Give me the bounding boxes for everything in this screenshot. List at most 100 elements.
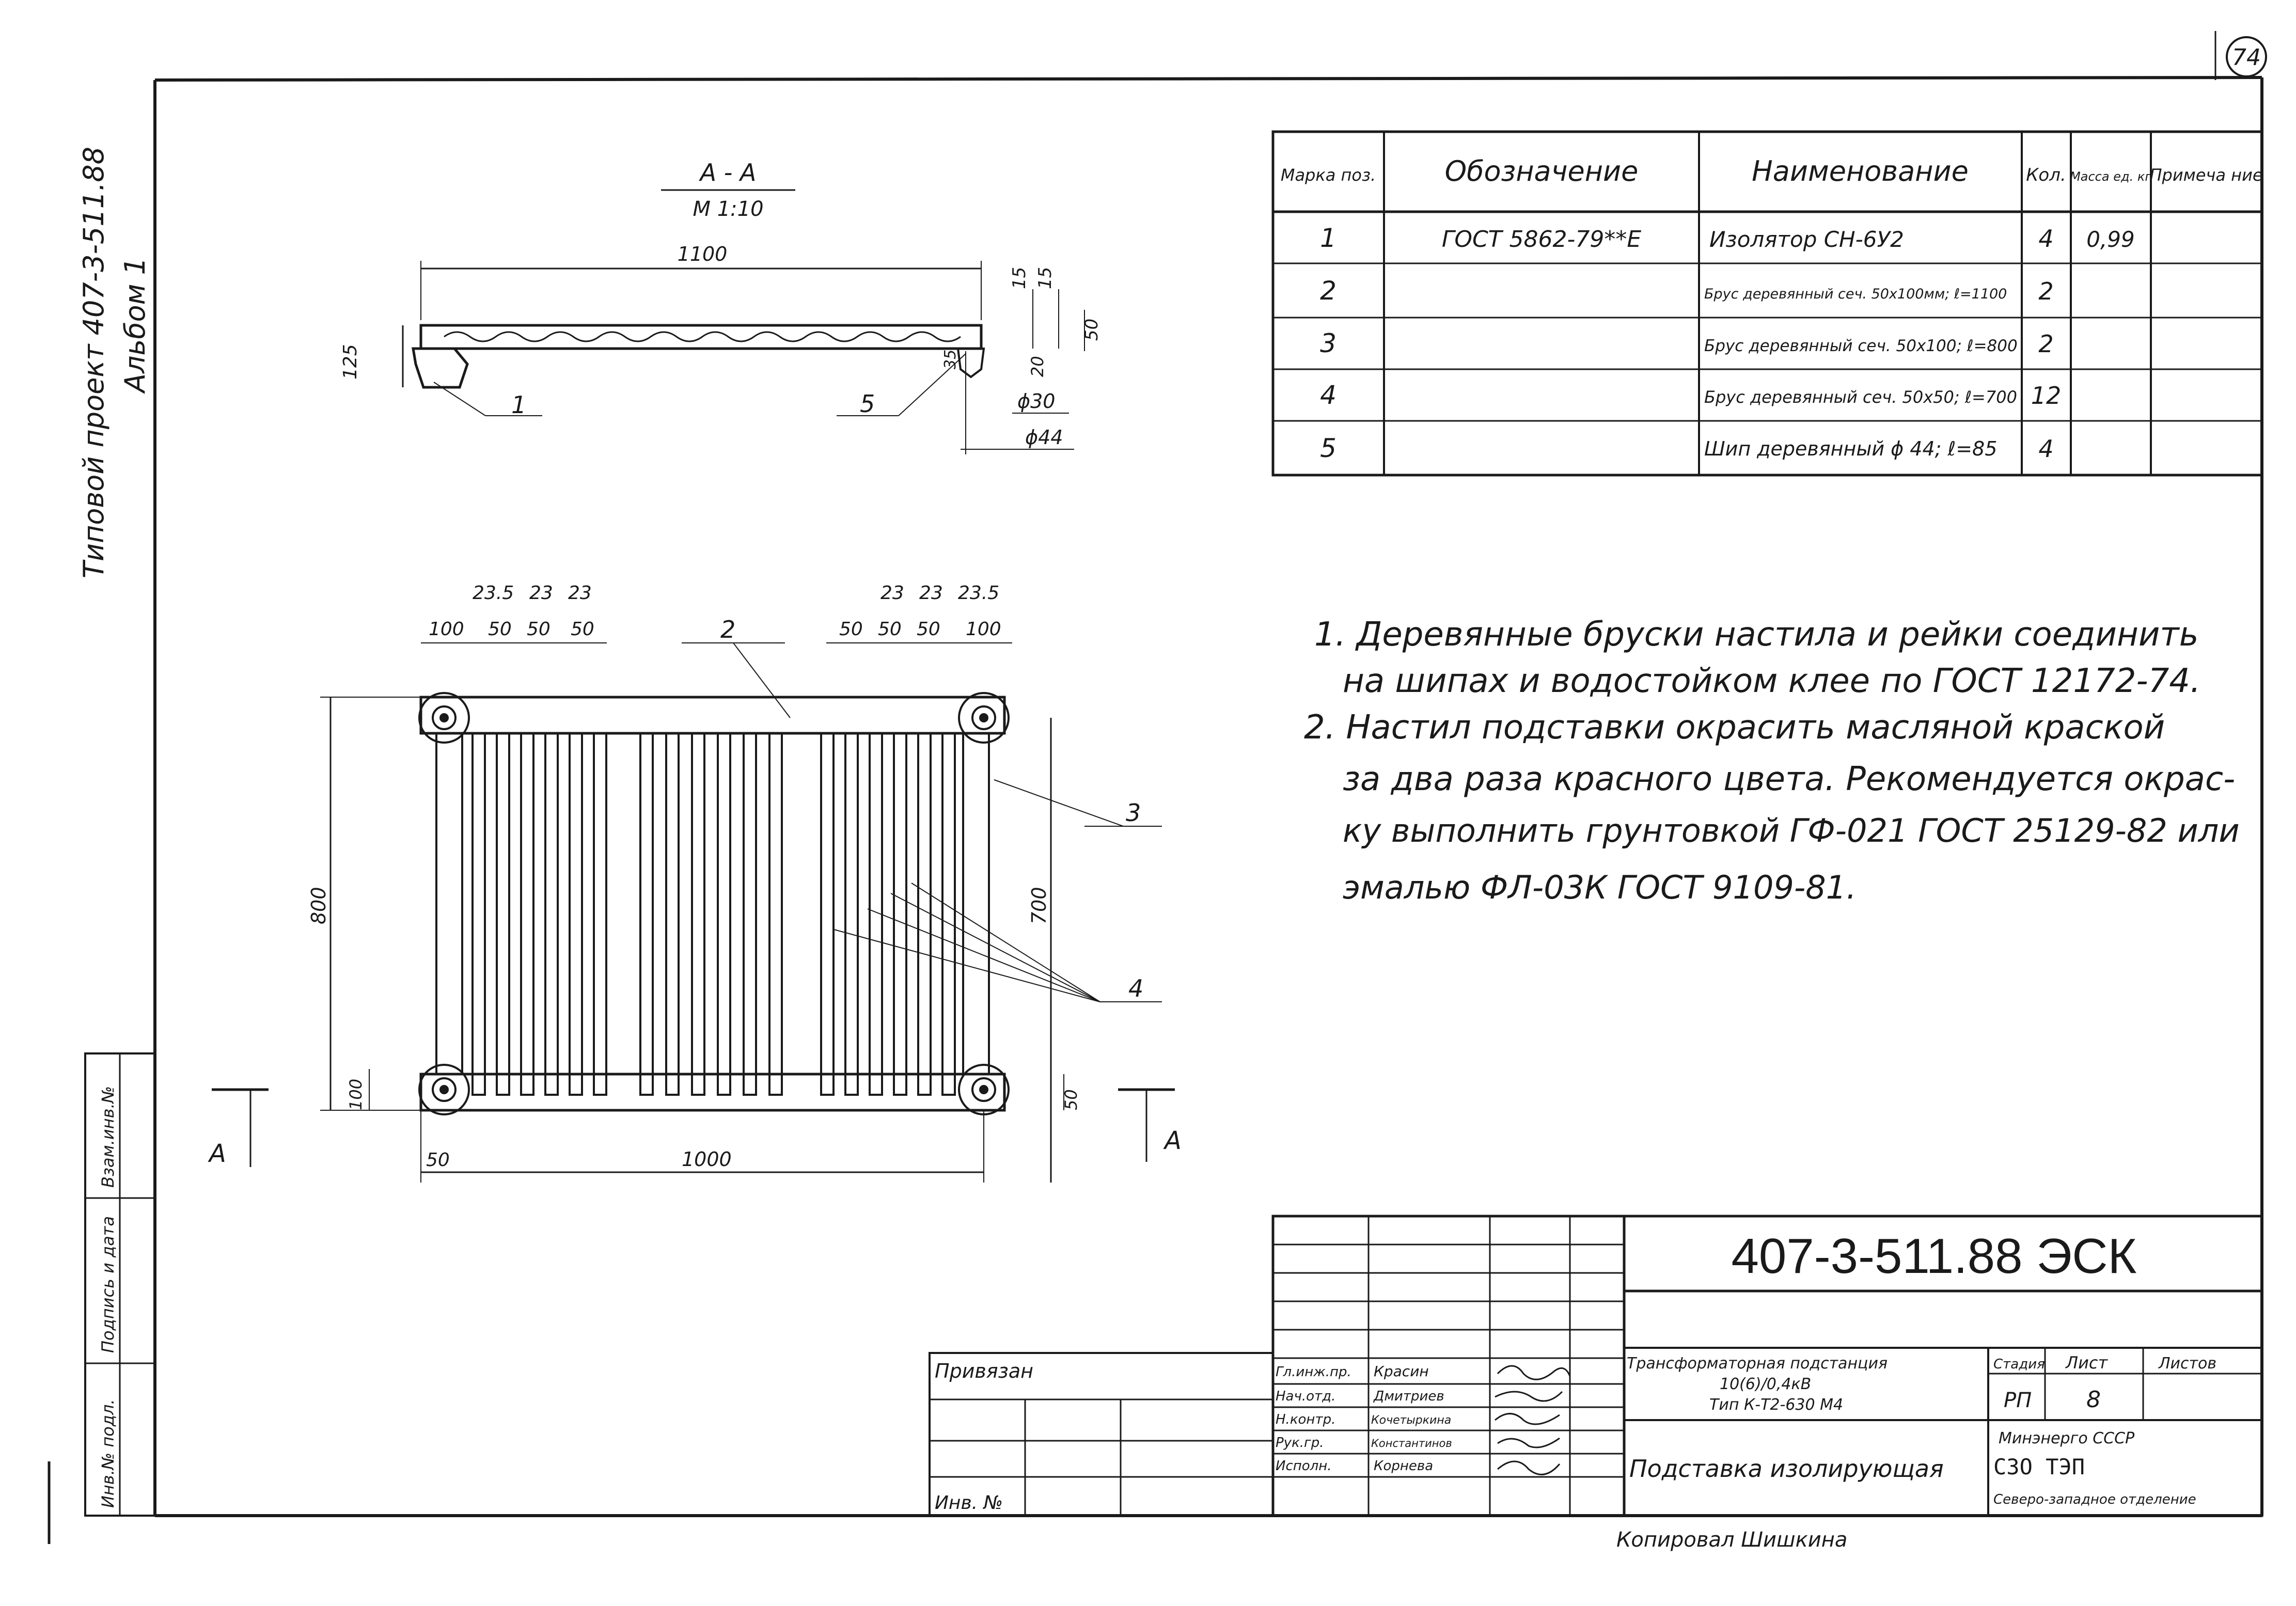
spec-r1-qty: 4 — [2038, 225, 2053, 253]
plan-dim-800: 800 — [307, 887, 330, 924]
project-title-2: 10(6)/0,4кВ — [1720, 1375, 1811, 1393]
callout-3: 3 — [1126, 799, 1141, 827]
callout-5: 5 — [860, 390, 875, 418]
org-1: Минэнерго СССР — [1999, 1429, 2135, 1447]
spec-r1-mass: 0,99 — [2086, 227, 2135, 252]
plan-dim-rb4: 100 — [966, 619, 1001, 640]
spec-r4-pos: 4 — [1320, 380, 1336, 410]
section-scale: М 1:10 — [693, 197, 763, 221]
plan-dim-rb3: 50 — [917, 619, 940, 640]
plan-view: 23.5 23 23 100 50 50 50 23 23 23.5 50 50… — [208, 582, 1182, 1183]
sheet-title: Подставка изолирующая — [1629, 1455, 1944, 1483]
signature-2 — [1495, 1391, 1563, 1402]
dim-20: 20 — [1028, 356, 1047, 377]
side-label-album: Альбом 1 — [119, 257, 151, 394]
note-line-2: на шипах и водостойком клее по ГОСТ 1217… — [1343, 662, 2200, 700]
plan-dim-700: 700 — [1028, 887, 1050, 924]
plan-dim-r2: 23 — [919, 582, 943, 604]
note-line-4: за два раза красного цвета. Рекомендуетс… — [1343, 760, 2235, 798]
page-number: 74 — [2226, 36, 2267, 77]
person-2: Дмитриев — [1373, 1389, 1444, 1404]
left-stamp-strip: Взам.инв.№ Подпись и дата Инв.№ подл. — [84, 1052, 156, 1517]
spec-r3-pos: 3 — [1320, 328, 1336, 358]
plan-dim-lb1: 100 — [429, 619, 464, 640]
spec-header-name: Наименование — [1752, 155, 1969, 187]
spec-r5-pos: 5 — [1320, 433, 1336, 463]
beam-hatch — [444, 331, 961, 342]
spec-r2-pos: 2 — [1320, 276, 1336, 306]
plan-dim-100: 100 — [346, 1079, 366, 1110]
stage-value: РП — [2004, 1389, 2032, 1412]
plan-dim-r1: 23 — [880, 582, 904, 604]
spec-header-qty: Кол. — [2026, 165, 2066, 185]
side-label-project: Типовой проект 407-3-511.88 — [77, 147, 110, 578]
cut-label-left: А — [208, 1139, 226, 1168]
stamp-inv-orig: Инв.№ подл. — [98, 1399, 118, 1508]
spec-header-designation: Обозначение — [1445, 155, 1639, 187]
spec-r1-designation: ГОСТ 5862-79**Е — [1442, 226, 1642, 253]
callout-1: 1 — [511, 391, 526, 419]
spec-r4-name: Брус деревянный сеч. 50х50; ℓ=700 — [1704, 387, 2017, 407]
plan-dim-l2: 23 — [529, 582, 553, 604]
spec-r3-name: Брус деревянный сеч. 50х100; ℓ=800 — [1704, 337, 2018, 355]
dim-d30: ϕ30 — [1017, 390, 1055, 413]
title-block: Привязан Инв. № Гл.инж.пр. Красин Нач.от… — [929, 1215, 2263, 1517]
person-4: Константинов — [1371, 1437, 1452, 1450]
project-title-3: Тип К-Т2-630 М4 — [1709, 1396, 1843, 1414]
copied-by: Копировал Шишкина — [1616, 1528, 1847, 1552]
plan-dim-rb2: 50 — [878, 619, 902, 640]
doc-code: 407-3-511.88 ЭСК — [1732, 1229, 2137, 1284]
role-2: Нач.отд. — [1276, 1389, 1335, 1404]
dim-d44: ϕ44 — [1025, 426, 1063, 449]
dim-35: 35 — [941, 350, 960, 369]
callout-4-leaders — [834, 883, 1162, 1002]
plan-dim-lb2: 50 — [488, 619, 512, 640]
spec-r5-name: Шип деревянный ϕ 44; ℓ=85 — [1704, 437, 1997, 460]
spec-r1-pos: 1 — [1320, 223, 1336, 253]
person-3: Кочетыркина — [1371, 1414, 1451, 1427]
sheet-value: 8 — [2086, 1387, 2101, 1413]
spec-r5-qty: 4 — [2038, 435, 2053, 463]
note-line-6: эмалью ФЛ-03К ГОСТ 9109-81. — [1343, 869, 1857, 906]
role-3: Н.контр. — [1276, 1412, 1335, 1427]
stamp-sign-date: Подпись и дата — [98, 1216, 118, 1353]
sheet-label: Лист — [2065, 1353, 2108, 1373]
org-3: Северо-западное отделение — [1993, 1492, 2196, 1507]
plan-dim-b50: 50 — [426, 1150, 450, 1171]
org-2: СЗО ТЭП — [1993, 1454, 2085, 1479]
side-label: Типовой проект 407-3-511.88 Альбом 1 — [77, 147, 151, 578]
spec-r2-qty: 2 — [2038, 277, 2053, 305]
signature-3 — [1495, 1413, 1560, 1425]
spec-r1-name: Изолятор СН-6У2 — [1709, 227, 1904, 252]
cut-label-right: А — [1163, 1126, 1182, 1155]
note-line-3: 2. Настил подставки окрасить масляной кр… — [1304, 708, 2165, 747]
bound-label: Привязан — [935, 1360, 1033, 1382]
plan-dim-50-v: 50 — [1061, 1089, 1081, 1110]
spec-header-note: Примеча ние — [2149, 165, 2262, 185]
signature-4 — [1497, 1437, 1560, 1448]
plan-dim-lb4: 50 — [571, 619, 594, 640]
section-a-a: А - А М 1:10 1100 125 15 15 50 35 20 ϕ30… — [340, 159, 1102, 454]
note-line-1: 1. Деревянные бруски настила и рейки сое… — [1314, 616, 2198, 654]
plan-dim-1000: 1000 — [682, 1148, 732, 1171]
role-5: Исполн. — [1276, 1458, 1332, 1474]
inv-label: Инв. № — [935, 1492, 1003, 1514]
signature-1 — [1497, 1365, 1571, 1380]
role-1: Гл.инж.пр. — [1276, 1364, 1351, 1380]
role-4: Рук.гр. — [1276, 1435, 1324, 1451]
plan-dim-r3: 23.5 — [958, 582, 999, 604]
notes: 1. Деревянные бруски настила и рейки сое… — [1304, 616, 2240, 906]
stage-label: Стадия — [1993, 1357, 2045, 1372]
stamp-replace-inv: Взам.инв.№ — [98, 1086, 118, 1188]
plan-insulators — [418, 692, 1010, 1115]
plan-slats — [471, 732, 956, 1096]
spec-r2-name: Брус деревянный сеч. 50х100мм; ℓ=1100 — [1704, 286, 2007, 302]
callout-2: 2 — [720, 616, 735, 643]
person-1: Красин — [1374, 1363, 1429, 1380]
spec-r4-qty: 12 — [2031, 382, 2062, 410]
dim-50-side: 50 — [1081, 319, 1102, 341]
callout-4: 4 — [1128, 974, 1143, 1002]
project-title-1: Трансформаторная подстанция — [1627, 1355, 1888, 1373]
spec-table: Марка поз. Обозначение Наименование Кол.… — [1271, 130, 2263, 477]
spec-r3-qty: 2 — [2038, 330, 2053, 358]
